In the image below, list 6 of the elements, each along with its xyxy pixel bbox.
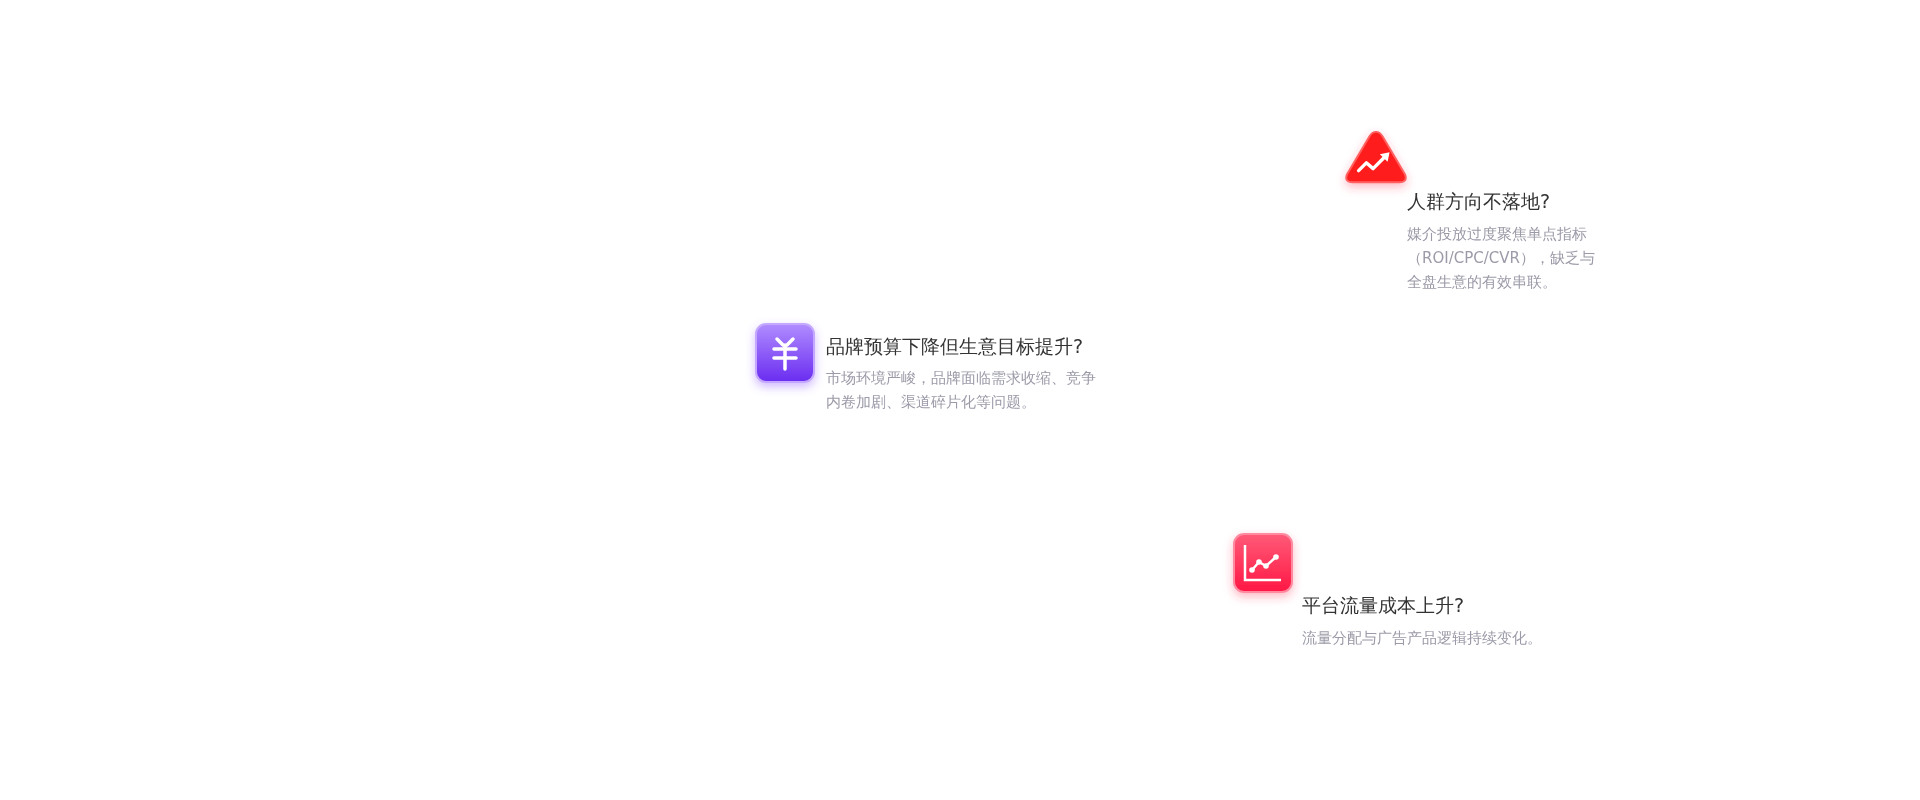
description-text: 流量分配与广告产品逻辑持续变化。 bbox=[1302, 628, 1543, 649]
question-heading: 品牌预算下降但生意目标提升? bbox=[826, 334, 1084, 359]
question-heading: 人群方向不落地? bbox=[1407, 189, 1551, 214]
question-heading: 平台流量成本上升? bbox=[1302, 593, 1465, 618]
description-text: 市场环境严峻，品牌面临需求收缩、竞争内卷加剧、渠道碎片化等问题。 bbox=[826, 368, 1096, 413]
description-text: 媒介投放过度聚焦单点指标（ROI/CPC/CVR），缺乏与全盘生意的有效串联。 bbox=[1407, 224, 1596, 293]
